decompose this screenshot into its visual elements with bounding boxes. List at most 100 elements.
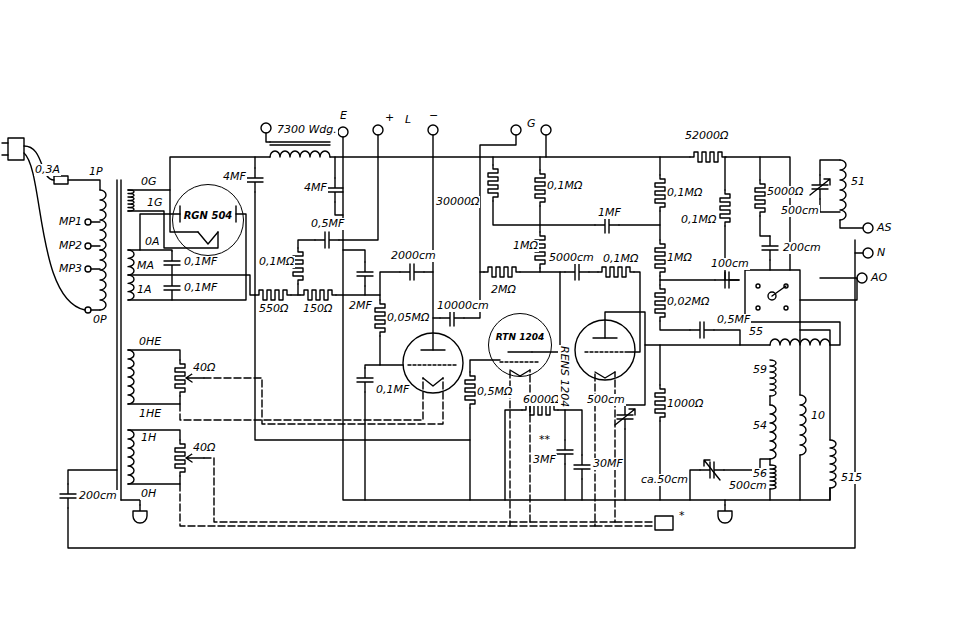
wire-path	[625, 345, 645, 405]
component-symbol	[164, 276, 180, 300]
component-value: 1P	[88, 166, 104, 178]
wire-path	[595, 372, 615, 378]
wire-path	[660, 279, 715, 280]
wire-path	[469, 408, 470, 500]
wire-path	[659, 421, 660, 500]
wire-path	[24, 153, 85, 310]
component-symbol	[598, 267, 634, 277]
component-value: 4MF	[303, 182, 328, 194]
component-value: 2MΩ	[490, 284, 517, 296]
wire-path	[660, 321, 690, 330]
component-value: 55	[748, 326, 764, 338]
component-value: 500cm	[586, 394, 626, 406]
wire-path	[121, 500, 140, 505]
component-value: 40Ω	[192, 442, 216, 454]
component-value: 4MF	[222, 171, 247, 183]
wire-path	[330, 156, 690, 157]
component-body	[8, 138, 24, 160]
component-value: 0G	[140, 176, 158, 188]
component-value: 200cm	[782, 242, 822, 254]
component-value: 30MF	[592, 458, 624, 470]
component-symbol	[655, 285, 665, 321]
wire-path	[510, 372, 595, 526]
terminal-circle	[428, 125, 438, 135]
component-symbol	[247, 168, 263, 192]
wire-path	[769, 396, 770, 500]
tube-type: RGN 504	[183, 210, 234, 221]
component-symbol	[60, 484, 76, 508]
component-value: 0P	[92, 314, 108, 326]
wire-path	[539, 157, 540, 170]
wire-path	[589, 271, 598, 272]
wire-path	[585, 351, 625, 352]
wire-path	[800, 253, 863, 300]
wire-path	[564, 410, 565, 440]
component-symbol	[175, 440, 185, 476]
wire-path	[186, 454, 204, 462]
terminal-circle	[756, 306, 760, 310]
wire-path	[128, 214, 246, 300]
component-symbol	[535, 170, 545, 206]
terminal-circle	[261, 123, 271, 133]
component-value: N	[876, 247, 886, 259]
component-value: 1000Ω	[666, 398, 704, 410]
wire-path	[180, 206, 236, 222]
component-value: 30000Ω	[435, 196, 480, 208]
component-value: 2000cm	[390, 250, 437, 262]
wire-path	[433, 317, 440, 318]
wire-path	[545, 135, 546, 157]
component-symbol	[755, 180, 765, 216]
wire-path	[204, 370, 530, 522]
wire-path	[605, 312, 770, 345]
wire-path	[759, 157, 760, 180]
component-symbol	[440, 310, 464, 326]
component-value: 0,5MF	[716, 314, 751, 326]
wire-path	[180, 378, 423, 420]
component-symbol	[574, 455, 590, 479]
component-value: 3MF	[532, 454, 557, 466]
component-value: 0,1MΩ	[602, 253, 639, 265]
component-symbol	[164, 251, 180, 275]
wiring	[2, 123, 873, 548]
component-symbol	[128, 190, 134, 211]
component-value: 0,1MF	[183, 256, 218, 268]
component-value: 0,5MΩ	[476, 386, 513, 398]
component-value: 0,5MF	[310, 218, 345, 230]
wire-path	[380, 272, 400, 295]
wire-path	[298, 240, 315, 248]
component-symbol	[655, 175, 665, 211]
component-symbol	[810, 175, 830, 199]
component-value: RENS 1204	[558, 345, 570, 408]
wire-path	[128, 157, 270, 190]
wire-path	[505, 410, 522, 500]
wire-path	[186, 374, 204, 382]
component-value: 5000Ω	[766, 186, 804, 198]
wire-path	[558, 410, 582, 455]
wire-path	[198, 232, 218, 244]
wire-path	[68, 240, 855, 548]
wire-path	[493, 201, 595, 225]
wire-path	[408, 364, 458, 365]
component-symbol	[133, 505, 147, 523]
wire-path	[140, 250, 172, 251]
component-symbol	[400, 264, 424, 280]
wire-path	[595, 522, 655, 526]
wire-path	[769, 260, 770, 270]
wire-path	[540, 268, 565, 272]
component-symbol	[128, 350, 134, 404]
component-symbol	[770, 465, 776, 489]
component-value: 1G	[146, 197, 164, 209]
component-value: 0,1MΩ	[666, 187, 703, 199]
wire-path	[470, 360, 500, 372]
component-value: AO	[870, 272, 888, 284]
terminal-circle	[541, 125, 551, 135]
wire-path	[659, 345, 660, 385]
wire-path	[364, 286, 365, 295]
wire-path	[690, 459, 770, 500]
component-symbol	[300, 290, 336, 300]
wire-path	[581, 479, 582, 500]
component-value: 56	[752, 468, 768, 480]
component-value: 0HE	[138, 336, 162, 348]
wire-path	[254, 157, 255, 168]
component-symbol	[100, 250, 106, 310]
